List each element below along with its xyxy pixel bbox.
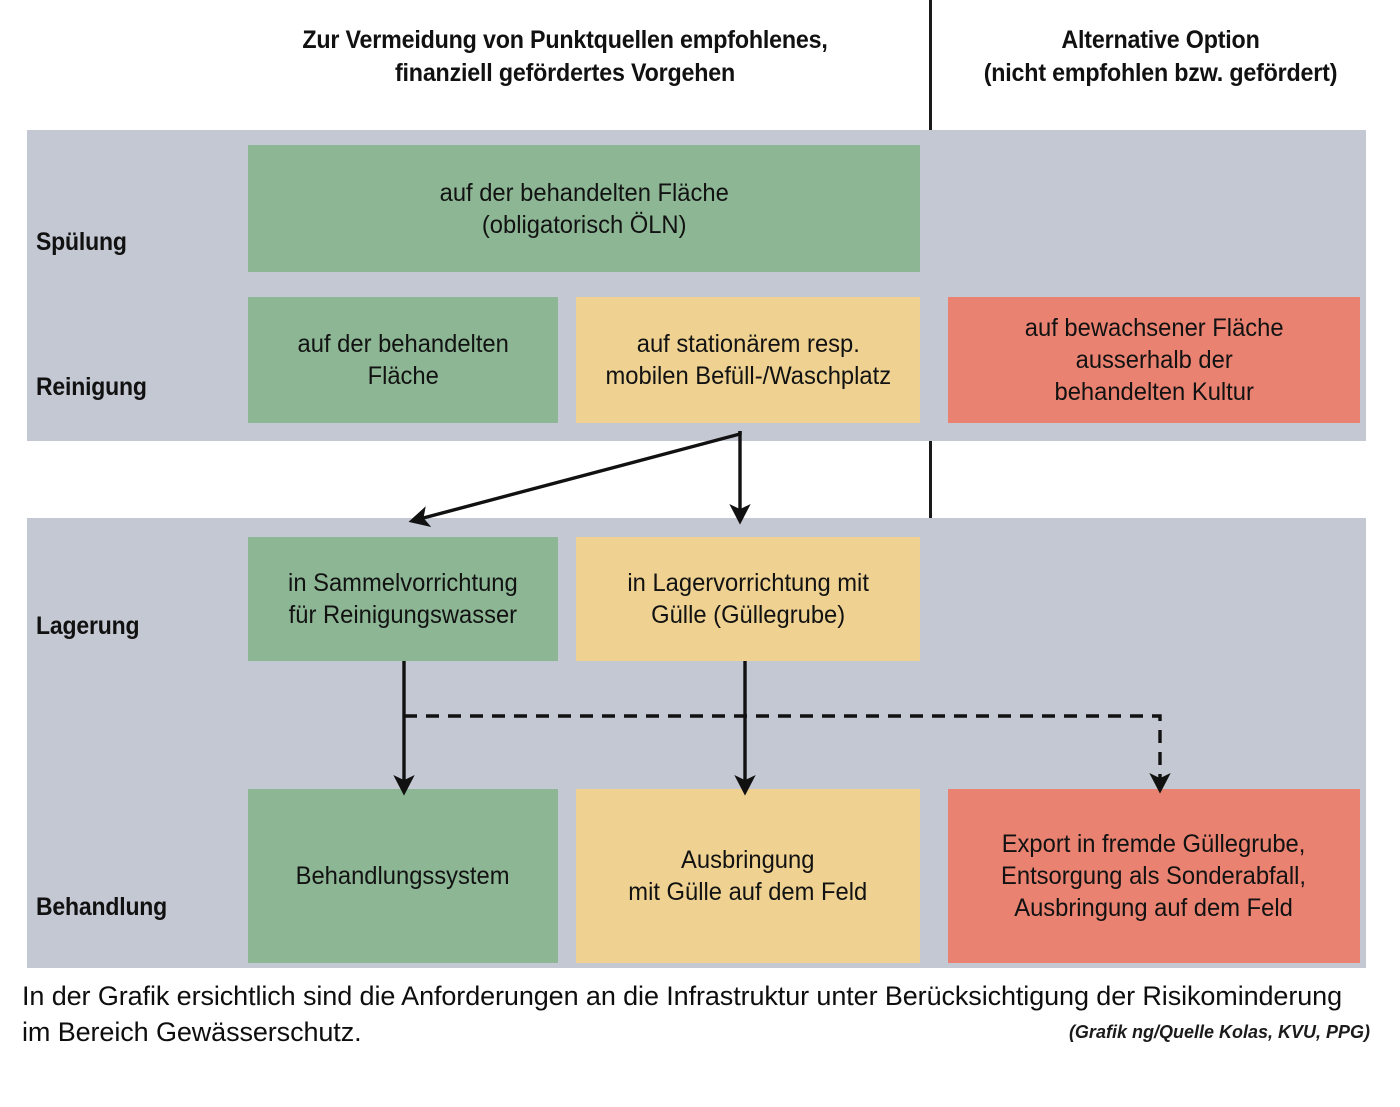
arrow-waschplatz-to-sammelvorrichtung xyxy=(408,431,742,527)
column-header-alternative: Alternative Option (nicht empfohlen bzw.… xyxy=(954,24,1368,90)
node-behandlung-export-disposal-label: Export in fremde Güllegrube,Entsorgung a… xyxy=(1001,830,1307,922)
column-header-recommended-line1: Zur Vermeidung von Punktquellen empfohle… xyxy=(302,26,828,54)
column-header-recommended-line2: finanziell gefördertes Vorgehen xyxy=(394,59,736,87)
row-label-lagerung: Lagerung xyxy=(36,612,140,640)
caption-block: In der Grafik ersichtlich sind die Anfor… xyxy=(22,978,1370,1050)
node-spuelung-treated-area[interactable]: auf der behandelten Fläche(obligatorisch… xyxy=(248,145,920,272)
node-spuelung-treated-area-label: auf der behandelten Fläche(obligatorisch… xyxy=(439,178,729,239)
column-header-alternative-line2: (nicht empfohlen bzw. gefördert) xyxy=(983,59,1338,87)
column-header-recommended: Zur Vermeidung von Punktquellen empfohle… xyxy=(230,24,900,90)
row-label-spuelung: Spülung xyxy=(36,228,127,256)
column-header-alternative-line1: Alternative Option xyxy=(1061,26,1260,54)
node-behandlung-treatment-system-label: Behandlungssystem xyxy=(296,862,510,890)
node-behandlung-export-disposal[interactable]: Export in fremde Güllegrube,Entsorgung a… xyxy=(948,789,1360,963)
node-behandlung-treatment-system[interactable]: Behandlungssystem xyxy=(248,789,558,963)
caption-text: In der Grafik ersichtlich sind die Anfor… xyxy=(22,981,1342,1048)
row-label-reinigung: Reinigung xyxy=(36,373,147,401)
node-reinigung-washplace[interactable]: auf stationärem resp.mobilen Befüll-/Was… xyxy=(576,297,920,423)
caption-credit: (Grafik ng/Quelle Kolas, KVU, PPG) xyxy=(1068,1022,1370,1042)
row-label-behandlung: Behandlung xyxy=(36,893,168,921)
node-reinigung-washplace-label: auf stationärem resp.mobilen Befüll-/Was… xyxy=(605,330,891,390)
